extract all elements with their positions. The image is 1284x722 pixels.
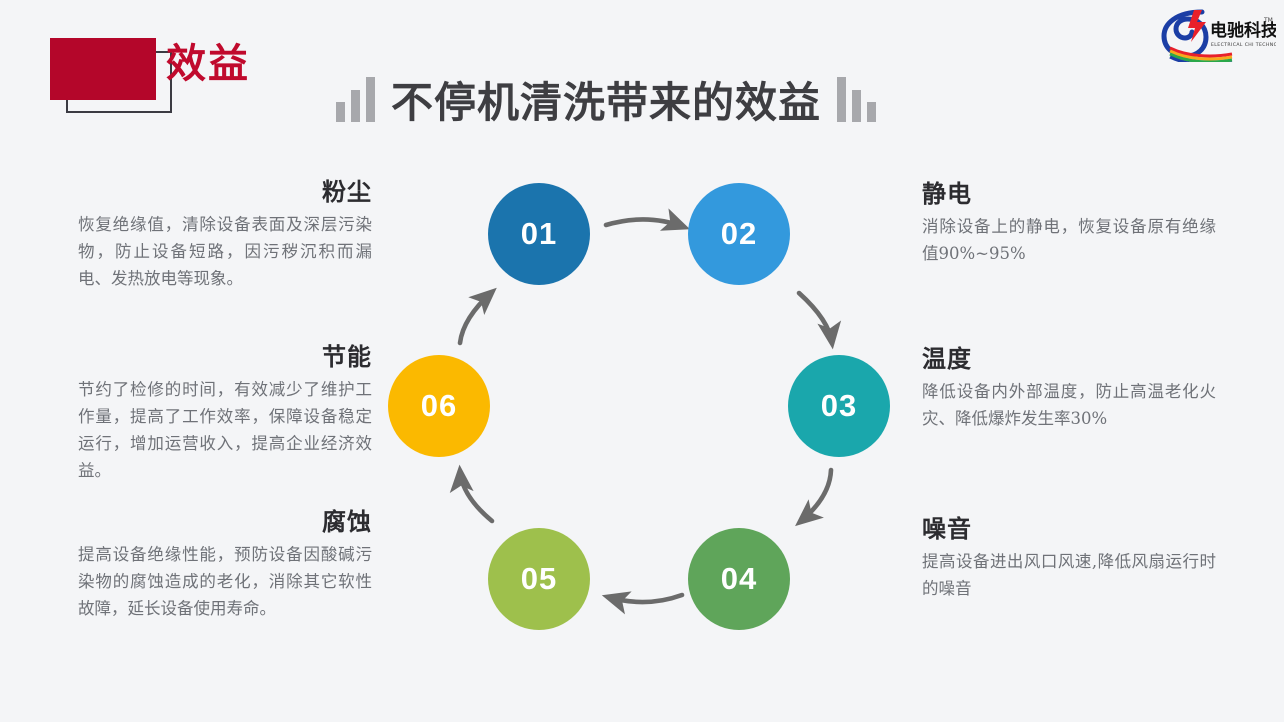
- cycle-node-03[interactable]: 03: [788, 355, 890, 457]
- cycle-node-05[interactable]: 05: [488, 528, 590, 630]
- logo-company-name-en: ELECTRICAL CHI TECHNOLOGY: [1211, 42, 1276, 48]
- logo-trademark: TM: [1263, 17, 1273, 24]
- cycle-node-02-number: 02: [720, 216, 758, 251]
- arrow-04-to-05: [601, 591, 685, 615]
- benefit-body-energy: 节约了检修的时间，有效减少了维护工作量，提高了工作效率，保障设备稳定运行，增加运…: [78, 380, 372, 480]
- cycle-node-02[interactable]: 02: [688, 183, 790, 285]
- benefit-block-noise: 噪音 提高设备进出风口风速,降低风扇运行时的噪音: [922, 516, 1216, 603]
- benefit-block-corrosion: 腐蚀 提高设备绝缘性能，预防设备因酸碱污染物的腐蚀造成的老化，消除其它软性故障，…: [78, 509, 372, 623]
- cycle-node-01-number: 01: [520, 216, 558, 251]
- benefit-body-corrosion: 提高设备绝缘性能，预防设备因酸碱污染物的腐蚀造成的老化，消除其它软性故障，延长设…: [78, 545, 372, 618]
- ascending-bars-icon: [336, 76, 375, 126]
- benefit-block-energy: 节能 节约了检修的时间，有效减少了维护工作量，提高了工作效率，保障设备稳定运行，…: [78, 344, 372, 484]
- badge-filled-box: [50, 38, 156, 100]
- benefit-body-dust: 恢复绝缘值，清除设备表面及深层污染物，防止设备短路，因污秽沉积而漏电、发热放电等…: [78, 215, 372, 288]
- benefit-heading-dust: 粉尘: [322, 179, 372, 206]
- logo-company-name-cn: 电驰科技: [1210, 20, 1276, 41]
- arrow-05-to-06: [449, 464, 495, 524]
- descending-bars-icon: [837, 76, 877, 126]
- cycle-node-03-number: 03: [820, 388, 858, 423]
- cycle-node-04-number: 04: [720, 561, 758, 596]
- benefit-heading-noise: 噪音: [922, 516, 972, 543]
- page-title: 不停机清洗带来的效益: [391, 79, 822, 126]
- benefit-body-noise: 提高设备进出风口风速,降低风扇运行时的噪音: [922, 552, 1216, 599]
- arrow-06-to-01: [457, 287, 497, 346]
- cycle-node-06-number: 06: [420, 388, 458, 423]
- arrow-02-03: [796, 290, 842, 350]
- benefit-heading-energy: 节能: [322, 344, 372, 371]
- section-badge: [48, 38, 188, 118]
- cycle-diagram: 01 02 03 04 05 06: [370, 165, 930, 665]
- cycle-node-05-number: 05: [520, 561, 558, 596]
- company-logo: 电驰科技 ELECTRICAL CHI TECHNOLOGY TM: [1158, 4, 1284, 67]
- benefit-heading-static: 静电: [922, 181, 972, 208]
- cycle-node-04[interactable]: 04: [688, 528, 790, 630]
- title-row: 不停机清洗带来的效益: [336, 66, 877, 126]
- benefit-heading-corrosion: 腐蚀: [322, 509, 372, 536]
- benefit-body-temperature: 降低设备内外部温度，防止高温老化火灾、降低爆炸发生率30%: [922, 382, 1216, 429]
- benefit-block-temperature: 温度 降低设备内外部温度，防止高温老化火灾、降低爆炸发生率30%: [922, 346, 1216, 433]
- arrow-03-to-04: [795, 467, 834, 527]
- arrow-01-to-02: [603, 208, 691, 231]
- cycle-node-01[interactable]: 01: [488, 183, 590, 285]
- section-label: 效益: [166, 42, 250, 86]
- benefit-block-dust: 粉尘 恢复绝缘值，清除设备表面及深层污染物，防止设备短路，因污秽沉积而漏电、发热…: [78, 179, 372, 293]
- benefit-body-static: 消除设备上的静电，恢复设备原有绝缘值90%~95%: [922, 217, 1216, 264]
- benefit-block-static: 静电 消除设备上的静电，恢复设备原有绝缘值90%~95%: [922, 181, 1216, 268]
- benefit-heading-temperature: 温度: [922, 346, 972, 373]
- cycle-node-06[interactable]: 06: [388, 355, 490, 457]
